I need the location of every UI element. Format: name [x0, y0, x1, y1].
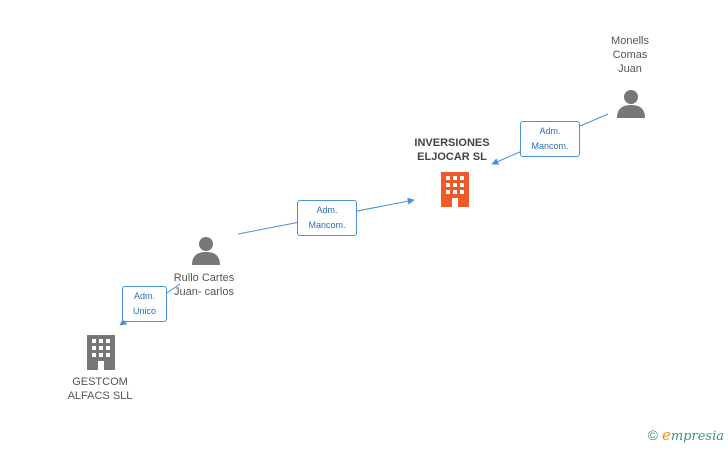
person-icon: [617, 90, 645, 118]
person-name-rullo[interactable]: Rullo Cartes Juan- carlos: [173, 272, 235, 298]
edge-label-rullo-inversiones: Adm. Mancom.: [297, 200, 357, 236]
copyright-symbol: ©: [647, 427, 658, 443]
company-node-inversiones[interactable]: [439, 171, 471, 207]
edge-label-monells-inversiones: Adm. Mancom.: [520, 121, 580, 157]
company-name-gestcom[interactable]: GESTCOM ALFACS SLL: [67, 376, 133, 402]
person-icon: [192, 237, 220, 265]
building-icon: [441, 172, 469, 207]
building-icon: [87, 335, 115, 370]
empresia-watermark: ©empresia: [648, 426, 724, 444]
brand-e: e: [661, 426, 671, 444]
edge-label-rullo-gestcom: Adm. Unico: [122, 286, 167, 322]
person-node-rullo[interactable]: [191, 235, 221, 265]
company-name-inversiones[interactable]: INVERSIONES ELJOCAR SL: [414, 137, 490, 163]
person-node-monells[interactable]: [616, 88, 646, 118]
brand-rest: mpresia: [670, 429, 724, 444]
person-name-monells[interactable]: Monells Comas Juan: [611, 35, 649, 75]
company-node-gestcom[interactable]: [85, 334, 117, 370]
